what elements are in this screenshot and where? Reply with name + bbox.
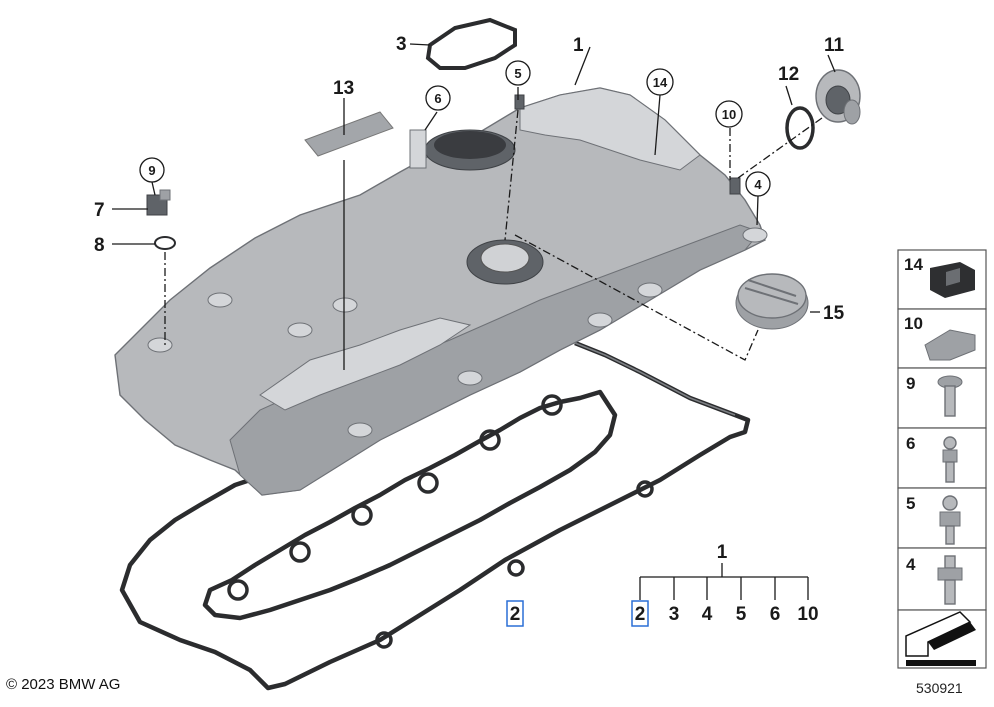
label-8: 8 bbox=[94, 235, 105, 256]
callout-4: 4 bbox=[745, 171, 771, 197]
small-o-ring bbox=[154, 236, 176, 250]
svg-text:6: 6 bbox=[434, 91, 441, 106]
o-ring bbox=[785, 106, 815, 150]
small-sensor bbox=[146, 189, 171, 216]
svg-text:4: 4 bbox=[702, 604, 713, 625]
svg-text:10: 10 bbox=[904, 314, 923, 333]
svg-text:2: 2 bbox=[510, 604, 521, 625]
label-13: 13 bbox=[333, 78, 354, 99]
sensor-unit bbox=[815, 69, 861, 125]
callout-14: 14 bbox=[646, 68, 674, 96]
copyright: © 2023 BMW AG bbox=[6, 676, 120, 693]
callout-6: 6 bbox=[425, 85, 451, 111]
svg-text:6: 6 bbox=[906, 434, 915, 453]
svg-text:5: 5 bbox=[514, 66, 521, 81]
svg-text:9: 9 bbox=[906, 374, 915, 393]
label-1: 1 bbox=[573, 35, 584, 56]
seal-ring bbox=[425, 17, 517, 70]
label-3: 3 bbox=[396, 34, 407, 55]
svg-text:4: 4 bbox=[754, 177, 762, 192]
valve-cover-gasket bbox=[119, 340, 751, 691]
document-number: 530921 bbox=[916, 680, 963, 696]
svg-text:2: 2 bbox=[635, 604, 646, 625]
kit-tree: 1 2 3 4 5 6 10 bbox=[631, 542, 819, 627]
svg-text:10: 10 bbox=[797, 604, 818, 625]
svg-text:5: 5 bbox=[736, 604, 747, 625]
callout-9: 9 bbox=[139, 157, 165, 183]
label-11: 11 bbox=[824, 35, 845, 56]
oil-filler-cap bbox=[735, 273, 809, 330]
callout-10: 10 bbox=[715, 100, 743, 128]
label-2-highlighted[interactable]: 2 bbox=[506, 600, 524, 627]
svg-text:3: 3 bbox=[669, 604, 680, 625]
svg-text:5: 5 bbox=[906, 494, 915, 513]
svg-text:14: 14 bbox=[904, 255, 923, 274]
svg-text:4: 4 bbox=[906, 555, 916, 574]
svg-text:14: 14 bbox=[653, 75, 668, 90]
svg-text:10: 10 bbox=[722, 107, 736, 122]
leader-lines bbox=[112, 43, 836, 370]
arrow-icon bbox=[905, 611, 976, 666]
label-15: 15 bbox=[823, 303, 845, 324]
svg-text:6: 6 bbox=[770, 604, 781, 625]
label-12: 12 bbox=[778, 64, 799, 85]
side-panel: 14 10 9 6 5 4 bbox=[897, 249, 987, 669]
valve-cover bbox=[114, 87, 768, 496]
svg-text:9: 9 bbox=[148, 163, 155, 178]
callout-5: 5 bbox=[505, 60, 531, 86]
svg-text:1: 1 bbox=[717, 542, 728, 563]
label-7: 7 bbox=[94, 200, 105, 221]
